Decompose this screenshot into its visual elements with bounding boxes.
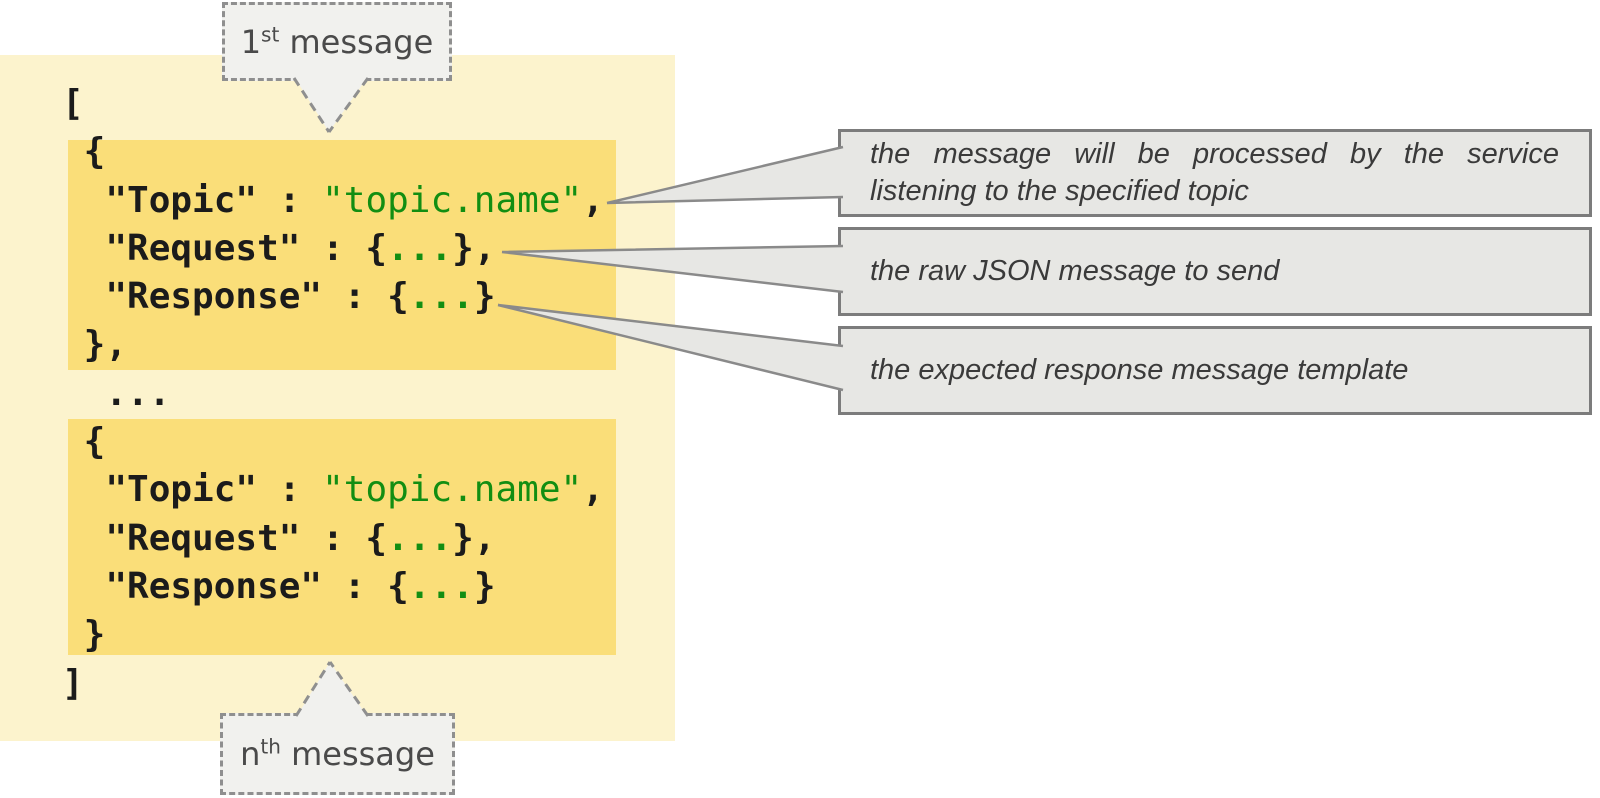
code-line: "Response" : {...} — [62, 276, 496, 318]
json-code-block: [ { "Topic" : "topic.name", "Request" : … — [62, 80, 604, 708]
annotation-line: listening to the specified topic — [870, 175, 1249, 207]
code-line: { — [62, 421, 106, 463]
code-line: "Request" : {...}, — [62, 517, 496, 559]
first-message-callout: 1st message — [222, 2, 452, 81]
code-line: }, — [62, 324, 128, 366]
code-line: ] — [62, 662, 84, 704]
code-line: [ — [62, 83, 84, 124]
callout-label: nth message — [240, 734, 435, 773]
nth-message-callout: nth message — [220, 713, 455, 795]
code-line: "Topic" : "topic.name", — [62, 469, 604, 511]
callout-label: 1st message — [240, 21, 434, 61]
annotation-topic: the message will be processed by the ser… — [838, 129, 1592, 217]
nth-message-highlight — [68, 419, 616, 655]
annotation-line: the message will be processed by the ser… — [870, 138, 1559, 170]
code-line: ... — [62, 372, 171, 414]
code-line: "Topic" : "topic.name", — [62, 179, 604, 221]
annotation-request: the raw JSON message to send — [838, 227, 1592, 316]
code-line: "Request" : {...}, — [62, 227, 496, 269]
annotation-response: the expected response message template — [838, 326, 1592, 415]
code-line: } — [62, 614, 106, 656]
annotation-line: the raw JSON message to send — [870, 255, 1280, 287]
code-line: { — [62, 131, 106, 173]
annotation-line: the expected response message template — [870, 354, 1409, 386]
code-line: "Response" : {...} — [62, 565, 496, 607]
